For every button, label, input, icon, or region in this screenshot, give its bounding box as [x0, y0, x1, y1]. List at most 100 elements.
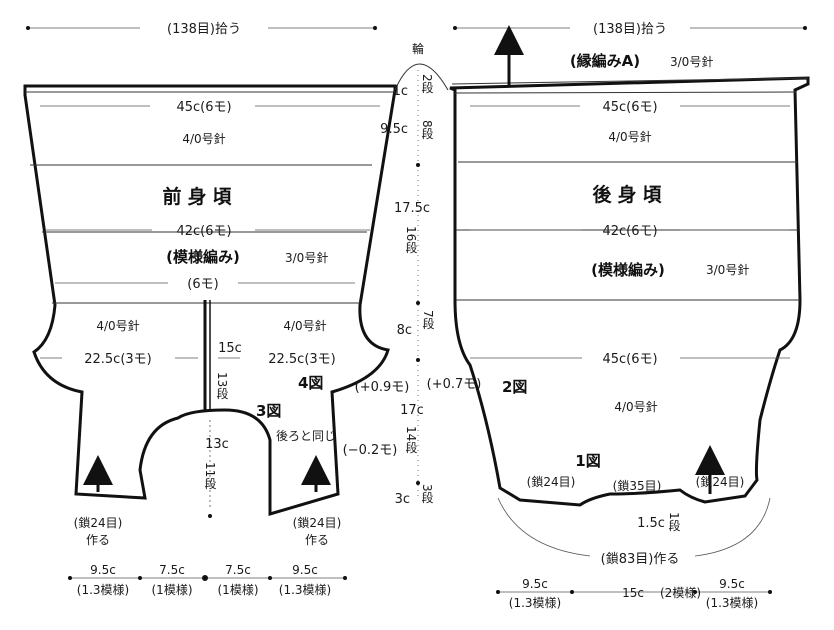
back-needle-1: 4/0号針 [608, 129, 651, 144]
front-width-1: 45c(6モ) [176, 100, 231, 115]
back-edge-label: (縁編みA) [570, 52, 640, 70]
side-r4-length: 8c [397, 323, 412, 338]
back-edge-needle: 3/0号針 [670, 54, 713, 69]
front-crotch-rows: 11段 [203, 462, 217, 490]
front-chain-left: (鎖24目) [74, 515, 123, 530]
front-fig4-label: 4図 [298, 374, 323, 392]
front-pickup-dot-right [373, 26, 377, 30]
back-bottom-m-0: (1.3模様) [509, 596, 561, 610]
front-chain-right-make: 作る [305, 533, 329, 547]
back-width-1: 45c(6モ) [602, 100, 657, 115]
front-chain-left-make: 作る [86, 533, 110, 547]
front-body-outline [23, 84, 397, 517]
front-bottom-dot-3 [268, 576, 272, 580]
front-bottom-c-1: 7.5c [159, 563, 185, 577]
front-fig3-label: 3図 [256, 402, 281, 420]
front-crotch-length: 13c [205, 437, 229, 452]
front-bottom-dot-4 [343, 576, 347, 580]
back-chain-total-arc-left [497, 497, 591, 557]
side-ring-label: 輪 [412, 41, 424, 56]
back-notch-length: 1.5c [637, 516, 665, 531]
side-r4-rows: 7段 [421, 310, 435, 330]
back-bottom-dot-2 [693, 590, 697, 594]
front-bottom-m-1: (1模様) [152, 583, 193, 597]
front-pickup-label: (138目)拾う [167, 22, 241, 37]
front-bottom-m-0: (1.3模様) [77, 583, 129, 597]
front-title: 前身頃 [162, 185, 237, 208]
back-chain-left: (鎖24目) [527, 474, 576, 489]
back-bottom-dimensions: 9.5c (1.3模様) 15c (2模様) 9.5c (1.3模様) [496, 577, 772, 610]
back-body-piece: (138目)拾う (縁編みA) 3/0号針 45c(6モ) 4/0号針 後身頃 … [449, 22, 810, 610]
side-dec: (−0.2モ) [343, 443, 398, 458]
back-width-2: 42c(6モ) [602, 224, 657, 239]
front-crotch-dot [208, 514, 212, 518]
front-needle-1: 4/0号針 [182, 131, 225, 146]
front-bottom-c-0: 9.5c [90, 563, 116, 577]
side-dot-1 [416, 163, 420, 167]
back-chain-right: (鎖24目) [696, 474, 745, 489]
front-pickup-dot-left [26, 26, 30, 30]
side-r3-length: 17.5c [394, 201, 430, 216]
back-chain-total-arc-right [694, 497, 771, 557]
side-dot-2 [416, 301, 420, 305]
back-bottom-c-2: 9.5c [719, 577, 745, 591]
back-fig2-label: 2図 [502, 378, 527, 396]
back-pickup-dot-right [803, 26, 807, 30]
back-needle-2: 3/0号針 [706, 262, 749, 277]
back-needle-3: 4/0号針 [614, 399, 657, 414]
front-bottom-m-3: (1.3模様) [279, 583, 331, 597]
front-slit-rows: 13段 [215, 372, 229, 400]
back-top-band-inner [454, 91, 797, 94]
back-pickup-label: (138目)拾う [593, 22, 667, 37]
back-bottom-c-1: 15c [622, 586, 644, 600]
side-inc-right: (+0.7モ) [427, 377, 482, 392]
side-dot-3 [416, 358, 420, 362]
back-width-3: 45c(6モ) [602, 352, 657, 367]
back-chain-mid: (鎖35目) [613, 478, 662, 493]
front-width-4a: 22.5c(3モ) [84, 352, 152, 367]
side-strap-ring [394, 63, 449, 91]
front-bottom-c-3: 9.5c [292, 563, 318, 577]
side-r1-rows: 2段 [420, 74, 434, 94]
front-bottom-dot-2 [202, 575, 208, 581]
side-strap-piece: 輪 1c 2段 9.5c 8段 17.5c 16段 8c 7段 (+0.9モ) … [343, 41, 482, 507]
front-slit-length: 15c [218, 341, 242, 356]
back-bottom-m-2: (1.3模様) [706, 596, 758, 610]
front-bottom-c-2: 7.5c [225, 563, 251, 577]
back-chain-total: (鎖83目)作る [601, 551, 680, 567]
side-r6-rows: 3段 [420, 484, 434, 504]
side-r2-rows: 8段 [420, 120, 434, 140]
side-dot-4 [416, 481, 420, 485]
side-r2-length: 9.5c [380, 122, 408, 137]
front-width-4b: 22.5c(3モ) [268, 352, 336, 367]
back-notch-rows: 1段 [667, 512, 681, 532]
front-bottom-dimensions: 9.5c (1.3模様) 7.5c (1模様) 7.5c (1模様) 9.5c … [68, 563, 347, 597]
back-pattern-label: (模様編み) [591, 261, 665, 279]
front-pattern-label: (模様編み) [166, 248, 240, 266]
back-bottom-dot-1 [570, 590, 574, 594]
back-bottom-dot-0 [496, 590, 500, 594]
front-width-2: 42c(6モ) [176, 224, 231, 239]
front-body-piece: (138目)拾う 45c(6モ) 4/0号針 前身頃 42c(6モ) (模様編み… [23, 22, 397, 597]
front-needle-3a: 4/0号針 [96, 318, 139, 333]
back-title: 後身頃 [592, 183, 667, 206]
back-pickup-dot-left [453, 26, 457, 30]
front-same-note: 後ろと同じ [276, 429, 336, 443]
back-fig1-label: 1図 [575, 452, 600, 470]
front-bottom-dot-0 [68, 576, 72, 580]
side-r6-length: 3c [395, 492, 410, 507]
back-bottom-c-0: 9.5c [522, 577, 548, 591]
side-r3-rows: 16段 [404, 226, 418, 254]
side-r5-rows: 14段 [404, 426, 418, 454]
front-bottom-dot-1 [138, 576, 142, 580]
front-chain-right: (鎖24目) [293, 515, 342, 530]
front-width-3: (6モ) [187, 277, 218, 292]
front-needle-2: 3/0号針 [285, 250, 328, 265]
front-bottom-m-2: (1模様) [218, 583, 259, 597]
back-top-band [451, 77, 809, 85]
back-bottom-dot-3 [768, 590, 772, 594]
side-r1-length: 1c [393, 84, 408, 99]
side-r5-length: 17c [400, 403, 424, 418]
back-bottom-m-1: (2模様) [660, 586, 701, 600]
